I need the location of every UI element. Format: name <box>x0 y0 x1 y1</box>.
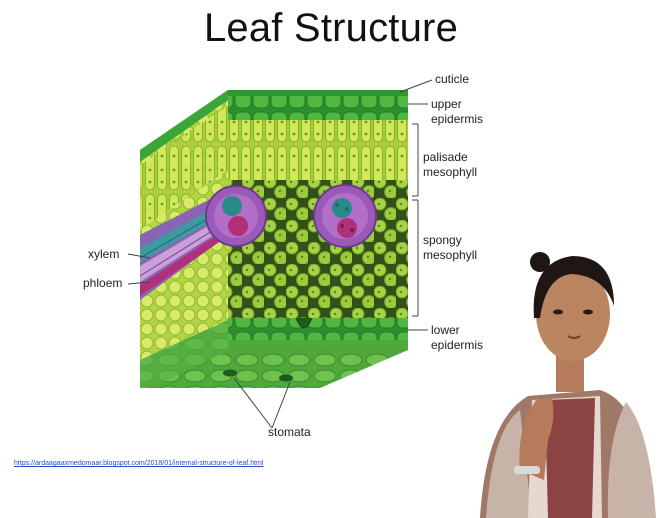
lower-epidermis <box>228 318 408 340</box>
label-palisade-line1: palisade <box>423 150 468 164</box>
label-xylem: xylem <box>88 247 119 261</box>
label-upper-epidermis-line1: upper <box>431 97 462 111</box>
label-palisade-line2: mesophyll <box>423 165 477 179</box>
label-lower-epidermis-line1: lower <box>431 323 460 337</box>
palisade-layer <box>228 120 408 180</box>
upper-epidermis <box>228 96 408 120</box>
presenter-figure <box>468 252 662 518</box>
stoma-pore <box>223 370 237 377</box>
label-upper-epidermis-line2: epidermis <box>431 112 483 126</box>
label-stomata: stomata <box>268 425 311 439</box>
vascular-bundle-left <box>206 186 266 246</box>
label-phloem: phloem <box>83 276 122 290</box>
label-spongy-line1: spongy <box>423 233 462 247</box>
label-spongy-line2: mesophyll <box>423 248 477 262</box>
label-lower-epidermis-line2: epidermis <box>431 338 483 352</box>
stoma-pore <box>279 375 293 382</box>
source-link[interactable]: https://ardaagaaxmedomaar.blogspot.com/2… <box>14 460 263 467</box>
label-cuticle: cuticle <box>435 72 469 86</box>
vascular-bundle-right <box>314 185 376 247</box>
